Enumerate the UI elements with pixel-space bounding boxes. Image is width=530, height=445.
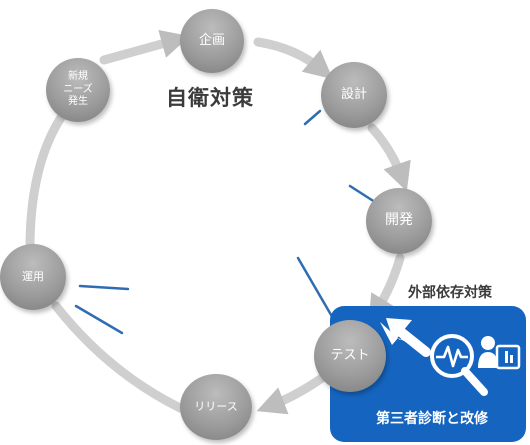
magnifier-pulse-icon: [430, 334, 488, 396]
white-arrow-icon: [380, 318, 431, 357]
node-test-label: テスト: [330, 347, 370, 363]
node-operation-label: 運用: [22, 270, 44, 284]
node-operation: 運用: [0, 244, 66, 310]
node-design: 設計: [321, 62, 387, 128]
node-new-needs-line-2: ニーズ: [63, 83, 93, 95]
diagram-title: 自衛対策: [166, 86, 254, 110]
external-box-caption: 第三者診断と改修: [376, 411, 488, 427]
node-release: リリース: [180, 374, 252, 440]
presenter-icon: [478, 336, 521, 370]
arrow-planning-to-design: [253, 37, 333, 80]
external-box-title: 外部依存対策: [408, 285, 492, 301]
node-new-needs: 新規 ニーズ 発生: [46, 58, 110, 122]
node-development: 開発: [366, 188, 432, 254]
node-development-label: 開発: [385, 212, 413, 229]
node-test: テスト: [314, 320, 386, 392]
node-new-needs-line-3: 発生: [68, 96, 88, 108]
node-new-needs-line-1: 新規: [68, 71, 88, 83]
node-new-needs-label: 新規 ニーズ 発生: [63, 71, 93, 109]
arc-release-to-operation: [51, 301, 185, 413]
arrow-needs-to-planning: [99, 29, 190, 65]
node-planning: 企画: [180, 9, 244, 73]
arrow-test-to-release: [256, 373, 327, 415]
arc-operation-to-needs: [25, 105, 71, 253]
arrow-design-to-development: [367, 123, 411, 192]
cycle-ring: [25, 29, 411, 415]
node-release-label: リリース: [194, 400, 238, 414]
node-planning-label: 企画: [198, 32, 225, 48]
node-design-label: 設計: [340, 86, 367, 102]
